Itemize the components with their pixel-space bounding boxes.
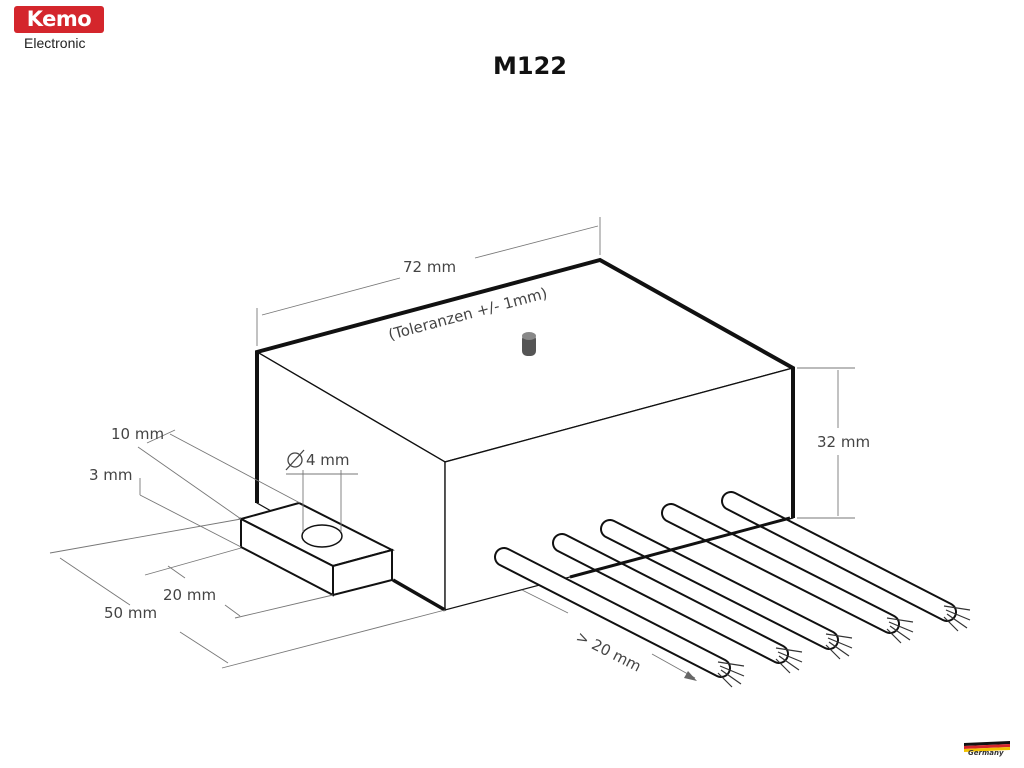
module-housing: [255, 257, 795, 612]
arrow-head: [684, 671, 697, 681]
logo-badge: [14, 6, 104, 33]
dimension-lines: [49, 217, 855, 679]
wire: [552, 533, 803, 674]
kemo-logo: Kemo Electronic: [14, 6, 106, 52]
diameter-icon: [285, 449, 305, 471]
wires: [494, 491, 971, 688]
logo-brand-name: Kemo: [26, 7, 92, 31]
wire: [600, 519, 853, 660]
mounting-hole: [301, 524, 343, 548]
dim-wire-length-label: > 20 mm: [573, 628, 644, 676]
germany-flag-badge: Germany: [962, 738, 1012, 760]
mounting-tab: [238, 501, 395, 597]
dim-tab-thickness-label: 3 mm: [89, 466, 133, 484]
wire: [661, 503, 914, 644]
potentiometer-knob: [522, 332, 536, 356]
flag-icon: [964, 741, 1010, 752]
wire: [494, 547, 745, 688]
dim-height-label: 32 mm: [817, 433, 870, 451]
dim-tab-depth-label: 20 mm: [163, 586, 216, 604]
dim-hole-label: 4 mm: [306, 451, 350, 469]
dim-tab-offset-label: 10 mm: [111, 425, 164, 443]
dim-depth-label: 50 mm: [104, 604, 157, 622]
wire: [721, 491, 971, 632]
flag-country-label: Germany: [968, 749, 1004, 757]
dim-length-label: 72 mm: [403, 258, 456, 276]
logo-subtitle: Electronic: [24, 35, 86, 51]
page-title: M122: [493, 52, 567, 80]
